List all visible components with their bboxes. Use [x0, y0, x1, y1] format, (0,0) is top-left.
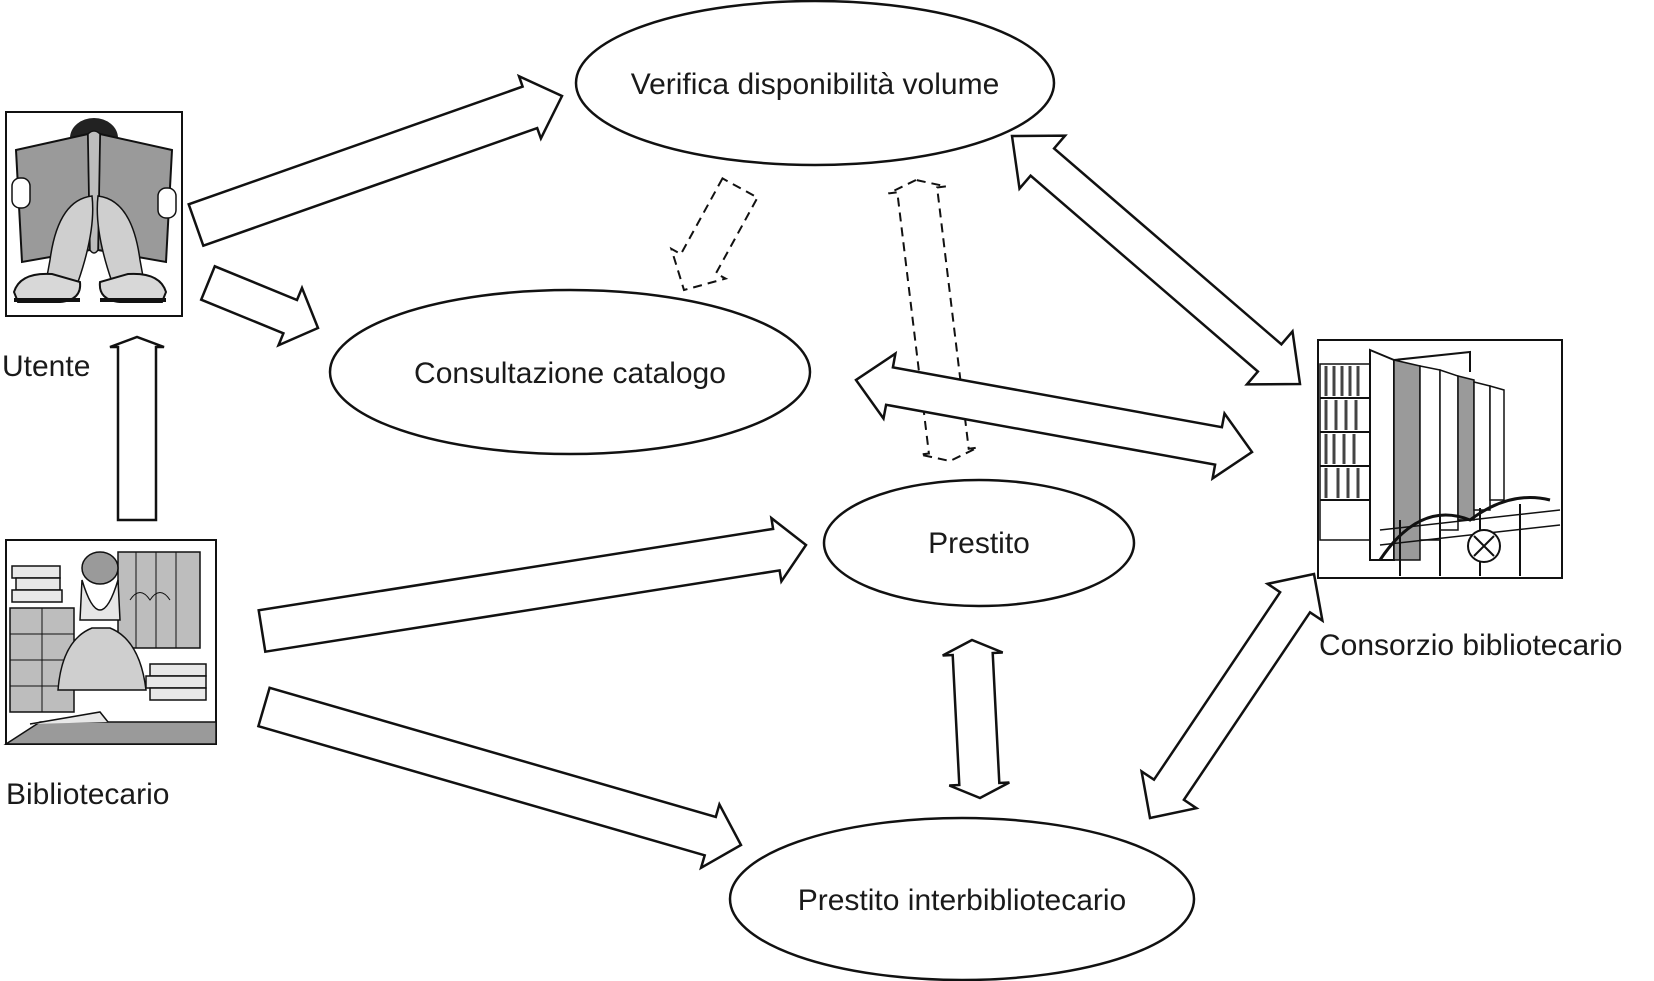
- arrow-interbiblio-consorzio: [1139, 572, 1325, 820]
- arrow-prestito-interbiblio: [942, 638, 1010, 800]
- process-interbibliotecario: Prestito interbibliotecario: [728, 816, 1196, 981]
- arrow-utente-to-verifica: [187, 73, 564, 248]
- arrows-layer: [109, 73, 1325, 871]
- arrow-verifica-to-consultazione: [669, 177, 759, 292]
- process-consultazione: Consultazione catalogo: [328, 288, 812, 456]
- process-verifica-label: Verifica disponibilità volume: [631, 68, 1000, 101]
- process-prestito: Prestito: [822, 478, 1136, 608]
- process-interbibliotecario-label: Prestito interbibliotecario: [798, 884, 1127, 917]
- actor-bibliotecario-label: Bibliotecario: [6, 778, 169, 811]
- arrow-bibliotecario-to-interbiblio: [256, 686, 743, 871]
- process-consultazione-label: Consultazione catalogo: [414, 357, 726, 390]
- actor-utente: Utente: [2, 111, 183, 383]
- library-building-icon: [1317, 339, 1563, 579]
- arrow-verifica-consorzio: [1010, 134, 1302, 386]
- arrow-bibliotecario-to-utente: [109, 335, 165, 522]
- actor-consorzio: Consorzio bibliotecario: [1317, 339, 1623, 662]
- actor-bibliotecario: Bibliotecario: [3, 539, 217, 811]
- librarian-at-desk-icon: [3, 539, 217, 745]
- process-prestito-label: Prestito: [928, 527, 1030, 560]
- reader-with-book-icon: [5, 111, 183, 317]
- arrow-bibliotecario-to-prestito: [257, 515, 808, 654]
- process-verifica: Verifica disponibilità volume: [574, 0, 1056, 167]
- actor-consorzio-label: Consorzio bibliotecario: [1319, 629, 1623, 662]
- actor-utente-label: Utente: [2, 350, 90, 383]
- arrow-utente-to-consultazione: [199, 264, 320, 348]
- arrow-consultazione-consorzio: [854, 350, 1254, 482]
